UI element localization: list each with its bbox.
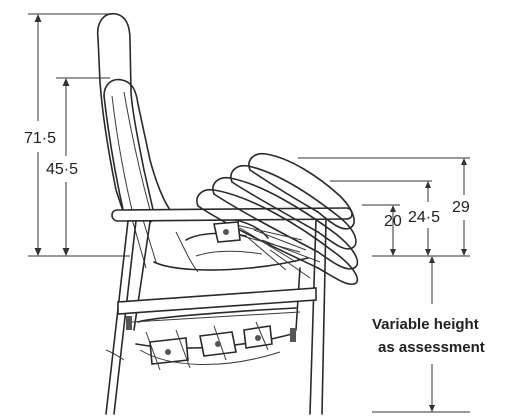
dim-back-height [28,13,130,257]
label-footrest-high: 29 [452,199,470,216]
lift-mechanism [105,307,297,371]
note-variable-height: Variable height [372,316,479,333]
dim-seat-height [56,77,110,256]
label-footrest-low: 20 [384,213,402,230]
frame-legs [105,218,327,415]
dim-footrest [298,157,470,257]
note-as-assessment: as assessment [378,339,485,356]
label-seat-height: 45·5 [46,161,78,178]
footrest-positions [196,152,359,286]
backrest [96,13,171,269]
dim-variable-height [372,256,470,413]
label-footrest-mid: 24·5 [408,209,440,226]
label-back-height: 71·5 [24,130,56,147]
